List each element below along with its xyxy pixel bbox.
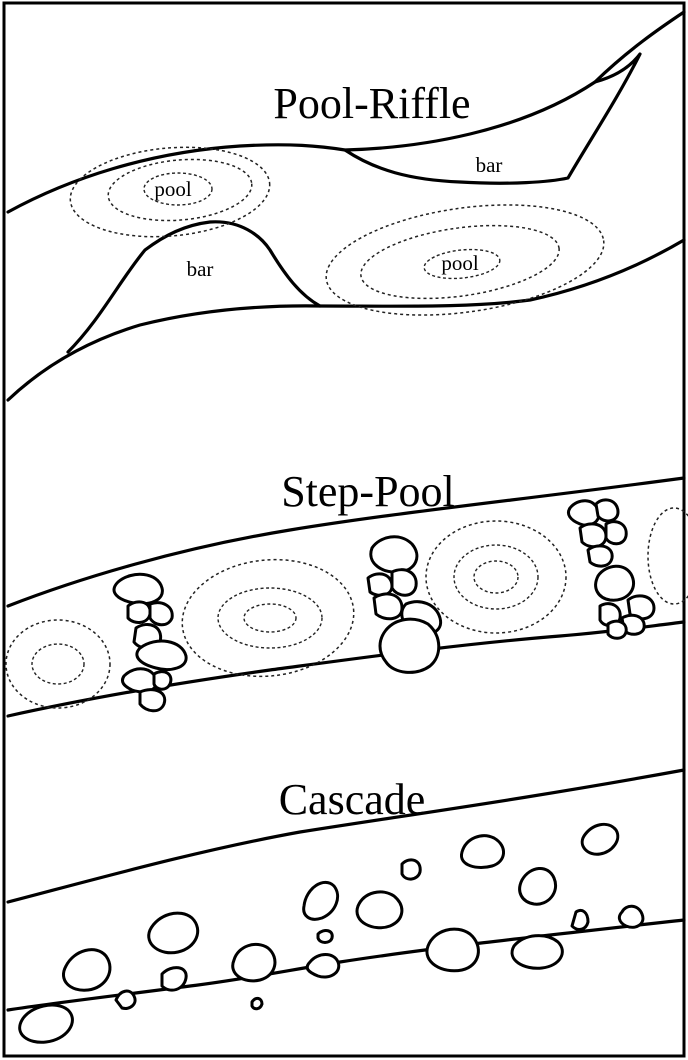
boulder: [318, 931, 332, 943]
boulder: [357, 892, 402, 928]
boulder: [606, 522, 626, 544]
bar-label: bar: [187, 257, 214, 281]
boulder: [520, 868, 556, 904]
boulder: [568, 501, 598, 526]
boulder: [150, 603, 172, 625]
boulder: [427, 929, 479, 971]
boulder: [588, 546, 612, 566]
boulder: [371, 537, 417, 572]
step-pool-title: Step-Pool: [281, 467, 455, 516]
boulder: [114, 574, 162, 603]
boulder: [128, 602, 150, 623]
boulder: [596, 500, 618, 521]
pool-label: pool: [154, 177, 192, 201]
bar-label: bar: [476, 153, 503, 177]
boulder: [140, 690, 165, 711]
boulder: [572, 910, 588, 929]
pool-label: pool: [441, 251, 479, 275]
boulder: [307, 955, 339, 978]
boulder: [162, 968, 186, 991]
boulder: [608, 621, 626, 638]
boulder: [252, 998, 262, 1008]
boulder: [596, 566, 634, 600]
boulder: [137, 641, 186, 669]
boulder: [580, 524, 606, 547]
boulder: [380, 619, 439, 672]
boulder: [512, 936, 562, 969]
boulder: [374, 594, 402, 619]
boulder: [233, 944, 275, 980]
pool-riffle-title: Pool-Riffle: [273, 79, 470, 128]
boulder: [154, 672, 171, 690]
boulder: [368, 574, 392, 596]
boulder: [392, 570, 416, 596]
boulder: [116, 991, 135, 1008]
boulder: [461, 836, 503, 868]
boulder: [402, 860, 420, 879]
boulder: [619, 906, 643, 927]
